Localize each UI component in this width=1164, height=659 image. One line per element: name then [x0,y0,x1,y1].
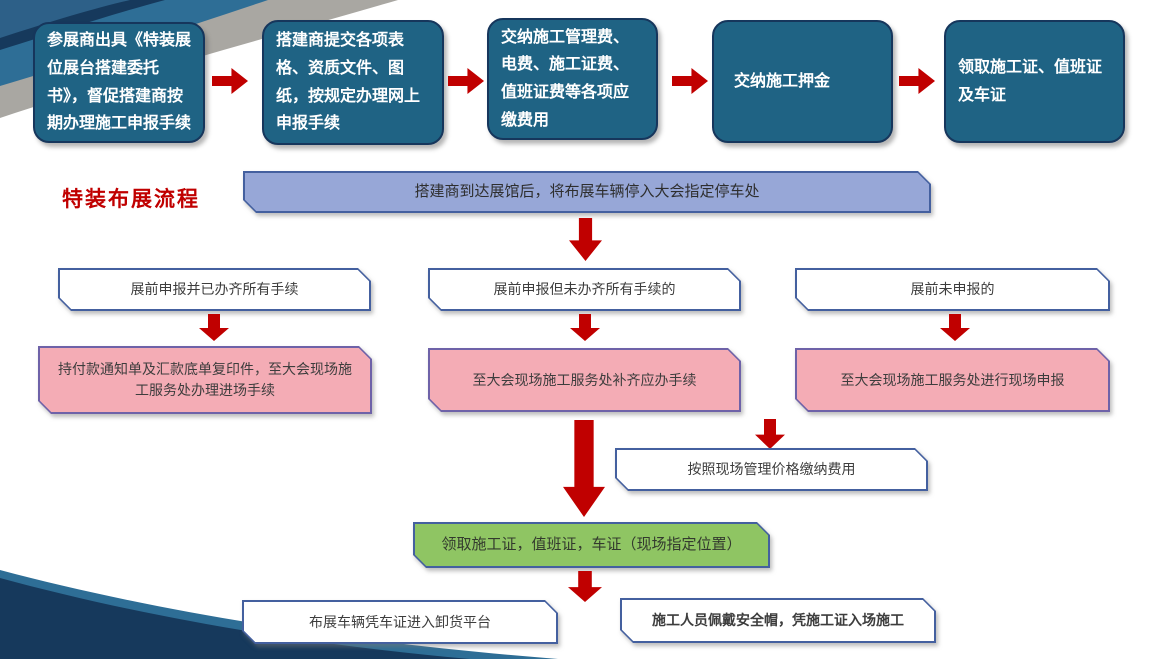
arrow-right-icon [448,68,484,94]
arrow-down-icon [570,314,600,341]
arrow-down-icon [755,419,785,449]
section-title: 特装布展流程 [62,188,200,211]
branch-undeclared: 展前未申报的 [795,268,1110,311]
pickup-permits-box: 领取施工证，值班证，车证（现场指定位置） [413,522,770,568]
flow-step-3-label: 交纳施工管理费、电费、施工证费、值班证费等各项应缴费用 [501,28,630,129]
flow-step-5-label: 领取施工证、值班证及车证 [958,58,1103,104]
branch-declared-complete-label: 展前申报并已办齐所有手续 [130,281,299,297]
arrow-down-icon [940,314,970,341]
pickup-permits-label: 领取施工证，值班证，车证（现场指定位置） [441,535,742,553]
flow-step-1: 参展商出具《特装展位展台搭建委托书》，督促搭建商按期办理施工申报手续 [33,22,205,143]
branch-declared-incomplete: 展前申报但未办齐所有手续的 [428,268,741,311]
arrival-banner: 搭建商到达展馆后，将布展车辆停入大会指定停车处 [243,171,931,213]
flow-step-1-label: 参展商出具《特装展位展台搭建委托书》，督促搭建商按期办理施工申报手续 [47,32,192,133]
branch-undeclared-label: 展前未申报的 [910,281,995,297]
branch-declared-complete: 展前申报并已办齐所有手续 [58,268,371,311]
vehicle-entry-box: 布展车辆凭车证进入卸货平台 [242,600,558,644]
action-onsite-declaration-label: 至大会现场施工服务处进行现场申报 [840,371,1065,388]
flow-step-2: 搭建商提交各项表格、资质文件、图纸，按规定办理网上申报手续 [262,20,444,145]
flow-step-5: 领取施工证、值班证及车证 [944,20,1125,143]
fee-box: 按照现场管理价格缴纳费用 [615,448,928,491]
action-onsite-declaration: 至大会现场施工服务处进行现场申报 [795,348,1110,412]
arrow-down-icon [568,571,602,602]
action-payment-documents: 持付款通知单及汇款底单复印件，至大会现场施工服务处办理进场手续 [38,346,372,414]
worker-entry-label: 施工人员佩戴安全帽，凭施工证入场施工 [652,612,904,628]
worker-entry-box: 施工人员佩戴安全帽，凭施工证入场施工 [620,598,936,643]
action-complete-procedures-label: 至大会现场施工服务处补齐应办手续 [472,371,697,388]
arrow-down-icon [569,218,602,261]
arrow-right-icon [212,68,248,94]
flow-step-3: 交纳施工管理费、电费、施工证费、值班证费等各项应缴费用 [487,18,658,140]
fee-box-label: 按照现场管理价格缴纳费用 [687,461,856,477]
action-complete-procedures: 至大会现场施工服务处补齐应办手续 [428,348,741,412]
action-payment-documents-label: 持付款通知单及汇款底单复印件，至大会现场施工服务处办理进场手续 [58,361,352,398]
branch-declared-incomplete-label: 展前申报但未办齐所有手续的 [493,281,676,297]
arrival-banner-label: 搭建商到达展馆后，将布展车辆停入大会指定停车处 [414,182,760,200]
arrow-right-icon [672,68,708,94]
flow-step-4: 交纳施工押金 [712,20,893,143]
flow-step-2-label: 搭建商提交各项表格、资质文件、图纸，按规定办理网上申报手续 [276,32,421,133]
vehicle-entry-label: 布展车辆凭车证进入卸货平台 [309,613,491,630]
flow-step-4-label: 交纳施工押金 [734,72,831,90]
arrow-right-icon [899,68,935,94]
arrow-down-long-icon [563,420,605,517]
arrow-down-icon [199,314,229,341]
